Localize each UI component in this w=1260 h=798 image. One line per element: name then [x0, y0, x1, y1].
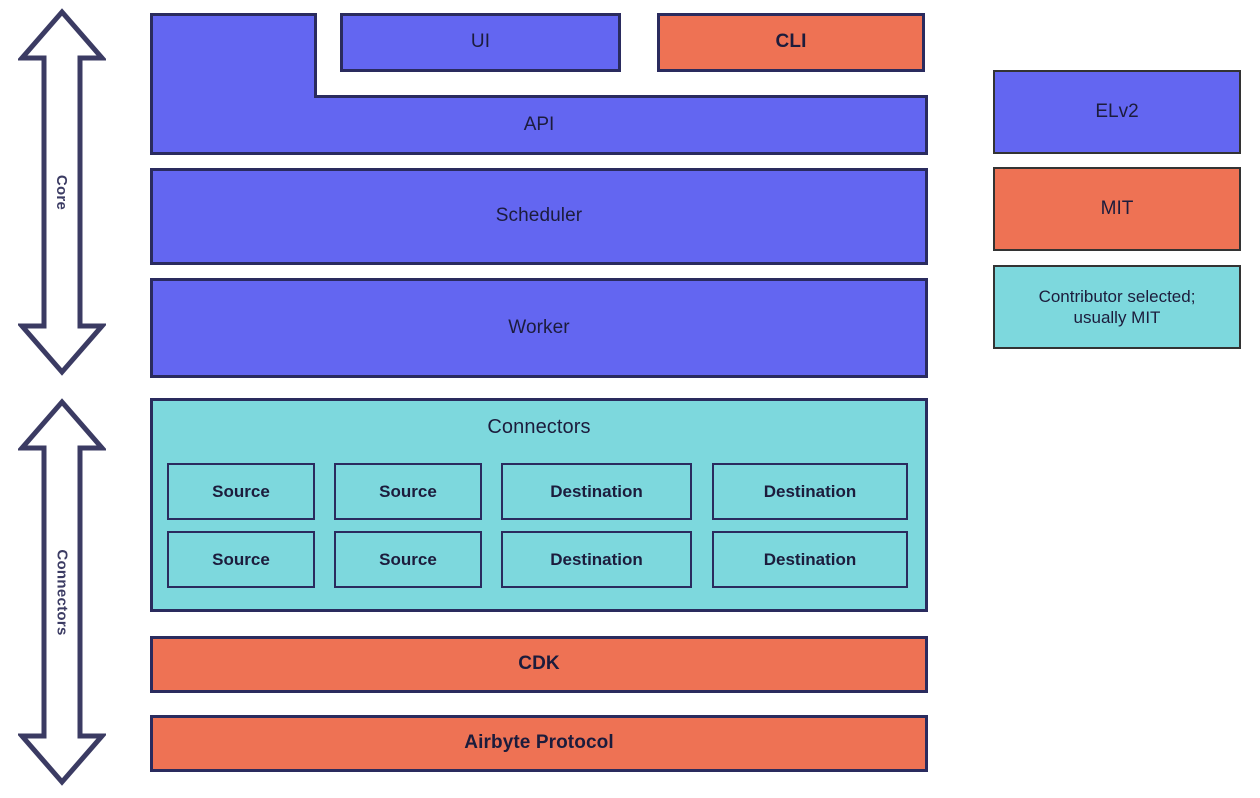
- connector-tile[interactable]: Destination: [501, 531, 692, 588]
- worker-box[interactable]: Worker: [150, 278, 928, 378]
- worker-label: Worker: [508, 316, 570, 338]
- connectors-group-arrow: Connectors: [18, 398, 106, 786]
- connector-tile-label: Source: [379, 481, 437, 501]
- connector-tile[interactable]: Source: [334, 531, 482, 588]
- cli-box[interactable]: CLI: [657, 13, 925, 72]
- connector-tile-label: Source: [212, 481, 270, 501]
- connector-tile[interactable]: Source: [334, 463, 482, 520]
- connector-tile[interactable]: Destination: [712, 531, 908, 588]
- legend-item-contributor: Contributor selected; usually MIT: [993, 265, 1241, 349]
- connector-tile-label: Destination: [763, 481, 857, 501]
- connector-tile-label: Destination: [550, 481, 643, 501]
- airbyte-protocol-box[interactable]: Airbyte Protocol: [150, 715, 928, 772]
- scheduler-box[interactable]: Scheduler: [150, 168, 928, 265]
- legend-item-elv2-label: ELv2: [1095, 101, 1139, 123]
- cdk-box[interactable]: CDK: [150, 636, 928, 693]
- connector-tile-label: Destination: [763, 549, 857, 569]
- connector-tile[interactable]: Destination: [712, 463, 908, 520]
- legend-item-contributor-label: Contributor selected; usually MIT: [1038, 286, 1196, 327]
- cli-label: CLI: [775, 31, 807, 53]
- connector-tile[interactable]: Source: [167, 463, 315, 520]
- connector-tile[interactable]: Destination: [501, 463, 692, 520]
- ui-label: UI: [470, 31, 491, 53]
- connector-tile-label: Destination: [550, 549, 643, 569]
- cdk-label: CDK: [518, 653, 560, 675]
- api-label: API: [523, 114, 555, 135]
- legend-item-elv2: ELv2: [993, 70, 1241, 154]
- airbyte-protocol-label: Airbyte Protocol: [464, 732, 614, 754]
- legend-item-mit-label: MIT: [1100, 198, 1134, 220]
- api-bar: API: [150, 95, 928, 155]
- connector-tile-label: Source: [212, 549, 270, 569]
- api-stub-block: [150, 13, 317, 98]
- connectors-panel-title: Connectors: [487, 416, 591, 438]
- ui-box[interactable]: UI: [340, 13, 621, 72]
- api-seam-patch: [153, 93, 314, 101]
- connector-tile-label: Source: [379, 549, 437, 569]
- core-group-arrow: Core: [18, 8, 106, 376]
- connector-tile[interactable]: Source: [167, 531, 315, 588]
- scheduler-label: Scheduler: [495, 205, 583, 227]
- legend-item-mit: MIT: [993, 167, 1241, 251]
